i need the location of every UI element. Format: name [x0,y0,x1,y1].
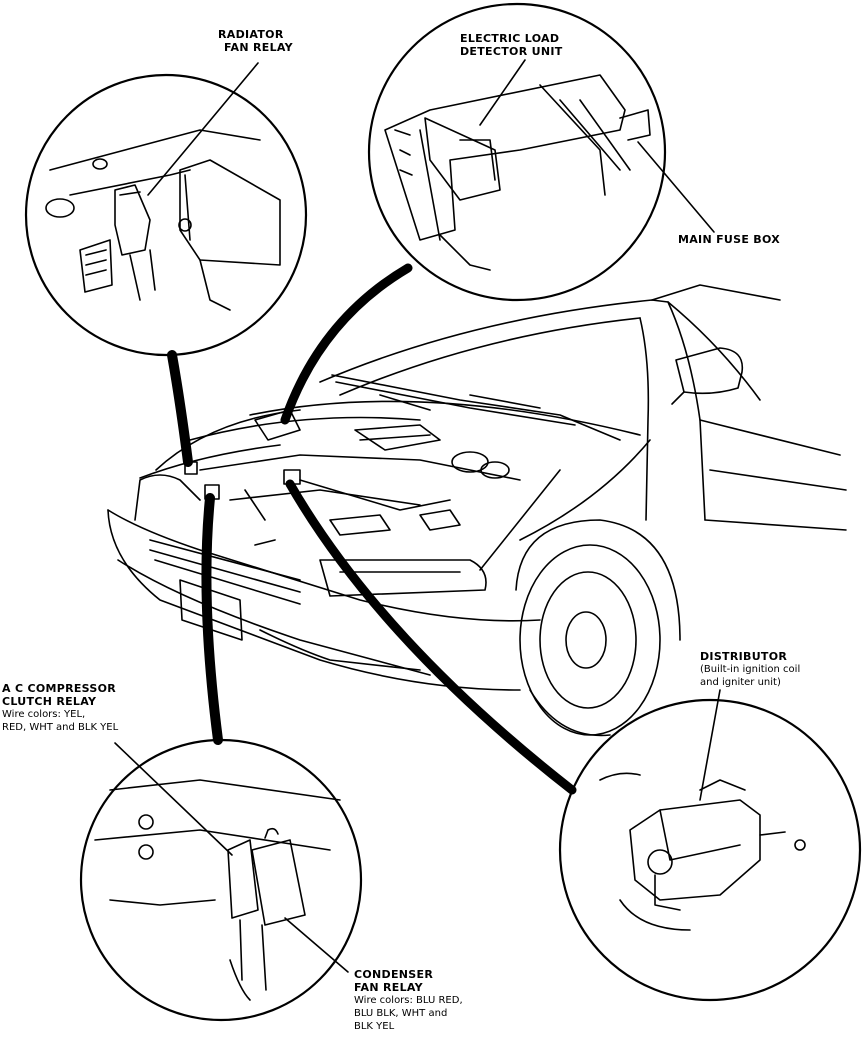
condenser-title-line-2: FAN RELAY [354,981,423,994]
ac-relay-callout [79,738,363,1022]
electric-load-detector-label: ELECTRIC LOAD DETECTOR UNIT [460,32,563,58]
distributor-callout [558,698,862,1002]
condenser-fan-relay-label: CONDENSER FAN RELAY Wire colors: BLU RED… [354,968,463,1033]
car-illustration [107,284,847,737]
main-fuse-leader [637,141,715,233]
distributor-note-line-1: (Built-in ignition coil [700,664,801,675]
distributor-note-line-2: and igniter unit) [700,677,781,688]
radiator-relay-callout [24,73,308,357]
radiator-leader [147,62,259,196]
eld-callout [367,2,667,302]
connector-bands [167,263,577,795]
ac-leader [114,742,233,856]
main-fuse-text: MAIN FUSE BOX [678,233,781,246]
condenser-wires-line-3: BLK YEL [354,1021,395,1032]
radiator-fan-relay-label: RADIATOR FAN RELAY [218,28,293,54]
distributor-label: DISTRIBUTOR (Built-in ignition coil and … [700,650,800,689]
ac-wires-line-2: RED, WHT and BLK YEL [2,722,119,733]
ac-wires-line-1: Wire colors: YEL, [2,709,86,720]
eld-leader [479,59,526,126]
ac-compressor-clutch-relay-label: A C COMPRESSOR CLUTCH RELAY Wire colors:… [2,682,118,734]
condenser-wires-line-1: Wire colors: BLU RED, [354,995,463,1006]
ac-title-line-1: A C COMPRESSOR [2,682,117,695]
distributor-leader [699,689,721,801]
eld-label-line-2: DETECTOR UNIT [460,45,563,58]
eld-label-line-1: ELECTRIC LOAD [460,32,560,45]
condenser-title-line-1: CONDENSER [354,968,434,981]
condenser-leader [284,917,349,973]
radiator-label-line-1: RADIATOR [218,28,284,41]
distributor-title: DISTRIBUTOR [700,650,788,663]
condenser-wires-line-2: BLU BLK, WHT and [354,1008,448,1019]
radiator-label-line-2: FAN RELAY [224,41,293,54]
main-fuse-box-label: MAIN FUSE BOX [678,233,780,246]
ac-title-line-2: CLUTCH RELAY [2,695,97,708]
